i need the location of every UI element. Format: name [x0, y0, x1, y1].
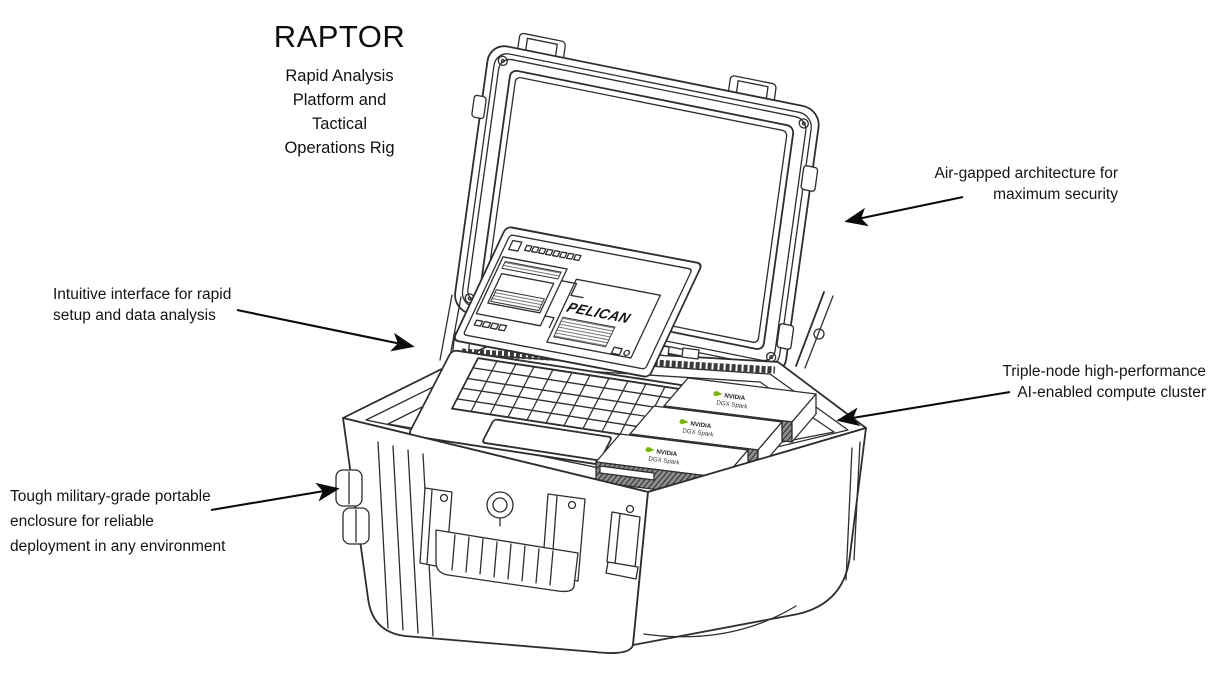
callout-line: Tough military-grade portable: [10, 488, 211, 505]
callout-interface: Intuitive interface for rapid setup and …: [53, 284, 231, 326]
nvidia-brand-text: NVIDIA: [724, 392, 746, 402]
nvidia-brand-text: NVIDIA: [690, 420, 712, 430]
side-hook: [335, 469, 370, 545]
nvidia-brand-text: NVIDIA: [656, 448, 678, 458]
callout-arrow-compute: [836, 390, 1011, 427]
callout-line: Triple-node high-performance: [1002, 363, 1206, 380]
page-subtitle: Rapid Analysis Platform and Tactical Ope…: [232, 64, 447, 160]
subtitle-line: Rapid Analysis: [285, 67, 394, 85]
subtitle-line: Operations Rig: [284, 139, 395, 157]
screen-schematic: PELICAN: [473, 239, 662, 359]
callout-line: setup and data analysis: [53, 307, 216, 324]
lock-boss: [486, 491, 514, 527]
subtitle-line: Platform and: [292, 91, 387, 109]
callout-enclosure: Tough military-grade portable enclosure …: [10, 484, 225, 559]
title-block: RAPTOR Rapid Analysis Platform and Tacti…: [232, 18, 447, 160]
callout-line: maximum security: [993, 186, 1118, 203]
front-latch: [605, 504, 641, 580]
nvidia-model-text: DGX Spark: [716, 399, 749, 410]
callout-arrow-enclosure: [210, 482, 340, 512]
nvidia-logo-icon: [645, 447, 655, 453]
case-right-face: [632, 427, 867, 646]
page-title: RAPTOR: [273, 19, 406, 54]
carry-handle: [435, 529, 579, 593]
callout-line: deployment in any environment: [10, 538, 226, 555]
callout-arrow-air-gapped: [844, 195, 964, 227]
callout-line: Intuitive interface for rapid: [53, 286, 232, 303]
callout-compute: Triple-node high-performance AI-enabled …: [1002, 361, 1206, 403]
case-front-face: [335, 417, 649, 654]
case-ribs: [377, 441, 434, 637]
callout-arrow-interface: [236, 308, 415, 352]
hinge-arm-right: [795, 291, 834, 369]
subtitle-line: Tactical: [311, 115, 368, 133]
laptop-trackpad: [482, 418, 612, 462]
laptop-screen: PELICAN: [453, 226, 702, 378]
nvidia-logo-icon: [679, 419, 689, 425]
nvidia-model-text: DGX Spark: [682, 427, 715, 438]
nvidia-logo-icon: [713, 391, 723, 397]
callout-line: AI-enabled compute cluster: [1017, 384, 1206, 401]
nvidia-model-text: DGX Spark: [648, 455, 681, 466]
callout-air-gapped: Air-gapped architecture for maximum secu…: [934, 163, 1118, 205]
callout-line: Air-gapped architecture for: [934, 165, 1118, 182]
callout-line: enclosure for reliable: [10, 513, 154, 530]
